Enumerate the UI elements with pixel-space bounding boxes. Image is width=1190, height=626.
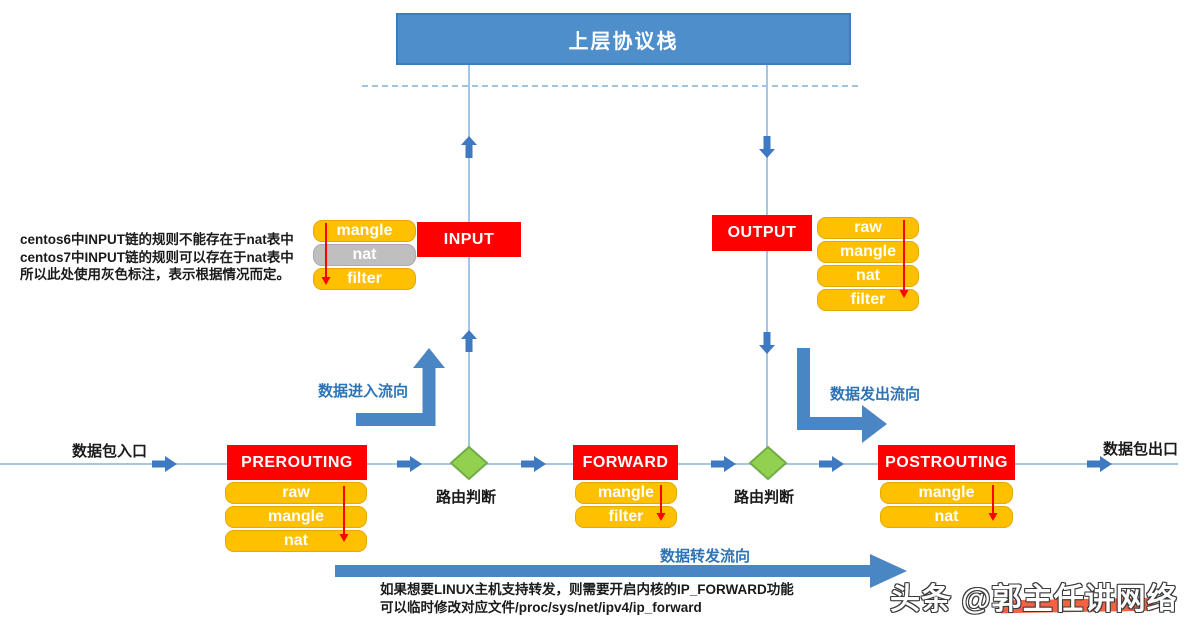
data-forward-flow-label: 数据转发流向	[660, 548, 751, 565]
arrow-right-icon	[397, 456, 422, 472]
input-table-mangle: mangle	[313, 220, 416, 242]
prerouting-table-raw: raw	[225, 482, 367, 504]
packet-entry-label: 数据包入口	[72, 443, 148, 460]
arrow-right-icon	[1087, 456, 1112, 472]
forward-flow-arrow-icon	[335, 554, 907, 588]
postrouting-chain-box: POSTROUTING	[878, 445, 1015, 480]
prerouting-table-mangle: mangle	[225, 506, 367, 528]
forward-table-mangle: mangle	[575, 482, 677, 504]
centos-note-line1: centos6中INPUT链的规则不能存在于nat表中	[20, 232, 294, 247]
prerouting-table-nat: nat	[225, 530, 367, 552]
table-order-arrow-icon	[988, 485, 998, 521]
data-out-elbow-arrow-icon	[797, 348, 887, 443]
output-table-nat: nat	[817, 265, 919, 287]
centos-note: centos6中INPUT链的规则不能存在于nat表中 centos7中INPU…	[20, 231, 294, 284]
arrow-right-icon	[521, 456, 546, 472]
arrow-right-icon	[819, 456, 844, 472]
postrouting-table-stack: mangle nat	[880, 482, 1013, 528]
watermark: 头条 @郭主任讲网络	[890, 583, 1178, 616]
forward-table-filter: filter	[575, 506, 677, 528]
ip-forward-note-line2: 可以临时修改对应文件/proc/sys/net/ipv4/ip_forward	[380, 599, 702, 615]
upper-protocol-stack-box: 上层协议栈	[396, 13, 851, 65]
data-out-flow-label: 数据发出流向	[830, 386, 921, 403]
data-in-elbow-arrow-icon	[356, 348, 445, 426]
ip-forward-note: 如果想要LINUX主机支持转发，则需要开启内核的IP_FORWARD功能 可以临…	[380, 581, 794, 616]
postrouting-table-mangle: mangle	[880, 482, 1013, 504]
table-order-arrow-icon	[899, 220, 909, 298]
centos-note-line2: centos7中INPUT链的规则可以存在于nat表中	[20, 249, 294, 265]
prerouting-chain-box: PREROUTING	[227, 445, 367, 480]
routing-decision-diamond-icon	[449, 445, 489, 481]
routing-decision-diamond-icon	[748, 445, 788, 481]
forward-table-stack: mangle filter	[575, 482, 677, 528]
output-table-stack: raw mangle nat filter	[817, 217, 919, 311]
output-table-raw: raw	[817, 217, 919, 239]
arrow-right-icon	[152, 456, 177, 472]
dashed-boundary-line	[362, 85, 858, 87]
data-in-flow-label: 数据进入流向	[318, 383, 409, 400]
table-order-arrow-icon	[321, 223, 331, 285]
output-chain-box: OUTPUT	[712, 215, 812, 251]
arrow-up-icon	[461, 330, 477, 352]
input-table-filter: filter	[313, 268, 416, 290]
input-table-stack: mangle nat filter	[313, 220, 416, 290]
forward-chain-box: FORWARD	[573, 445, 678, 480]
output-table-filter: filter	[817, 289, 919, 311]
arrow-down-icon	[759, 332, 775, 354]
ip-forward-note-line1: 如果想要LINUX主机支持转发，则需要开启内核的IP_FORWARD功能	[380, 582, 794, 597]
input-table-nat: nat	[313, 244, 416, 266]
arrow-down-icon	[759, 136, 775, 158]
connector-input-to-routing	[468, 257, 470, 449]
table-order-arrow-icon	[656, 485, 666, 521]
postrouting-table-nat: nat	[880, 506, 1013, 528]
packet-exit-label: 数据包出口	[1103, 441, 1179, 458]
arrow-up-icon	[461, 136, 477, 158]
routing-decision-label-right: 路由判断	[734, 489, 795, 506]
output-table-mangle: mangle	[817, 241, 919, 263]
table-order-arrow-icon	[339, 486, 349, 542]
arrow-right-icon	[711, 456, 736, 472]
routing-decision-label-left: 路由判断	[436, 489, 497, 506]
centos-note-line3: 所以此处使用灰色标注，表示根据情况而定。	[20, 267, 290, 282]
input-chain-box: INPUT	[417, 222, 521, 257]
prerouting-table-stack: raw mangle nat	[225, 482, 367, 552]
